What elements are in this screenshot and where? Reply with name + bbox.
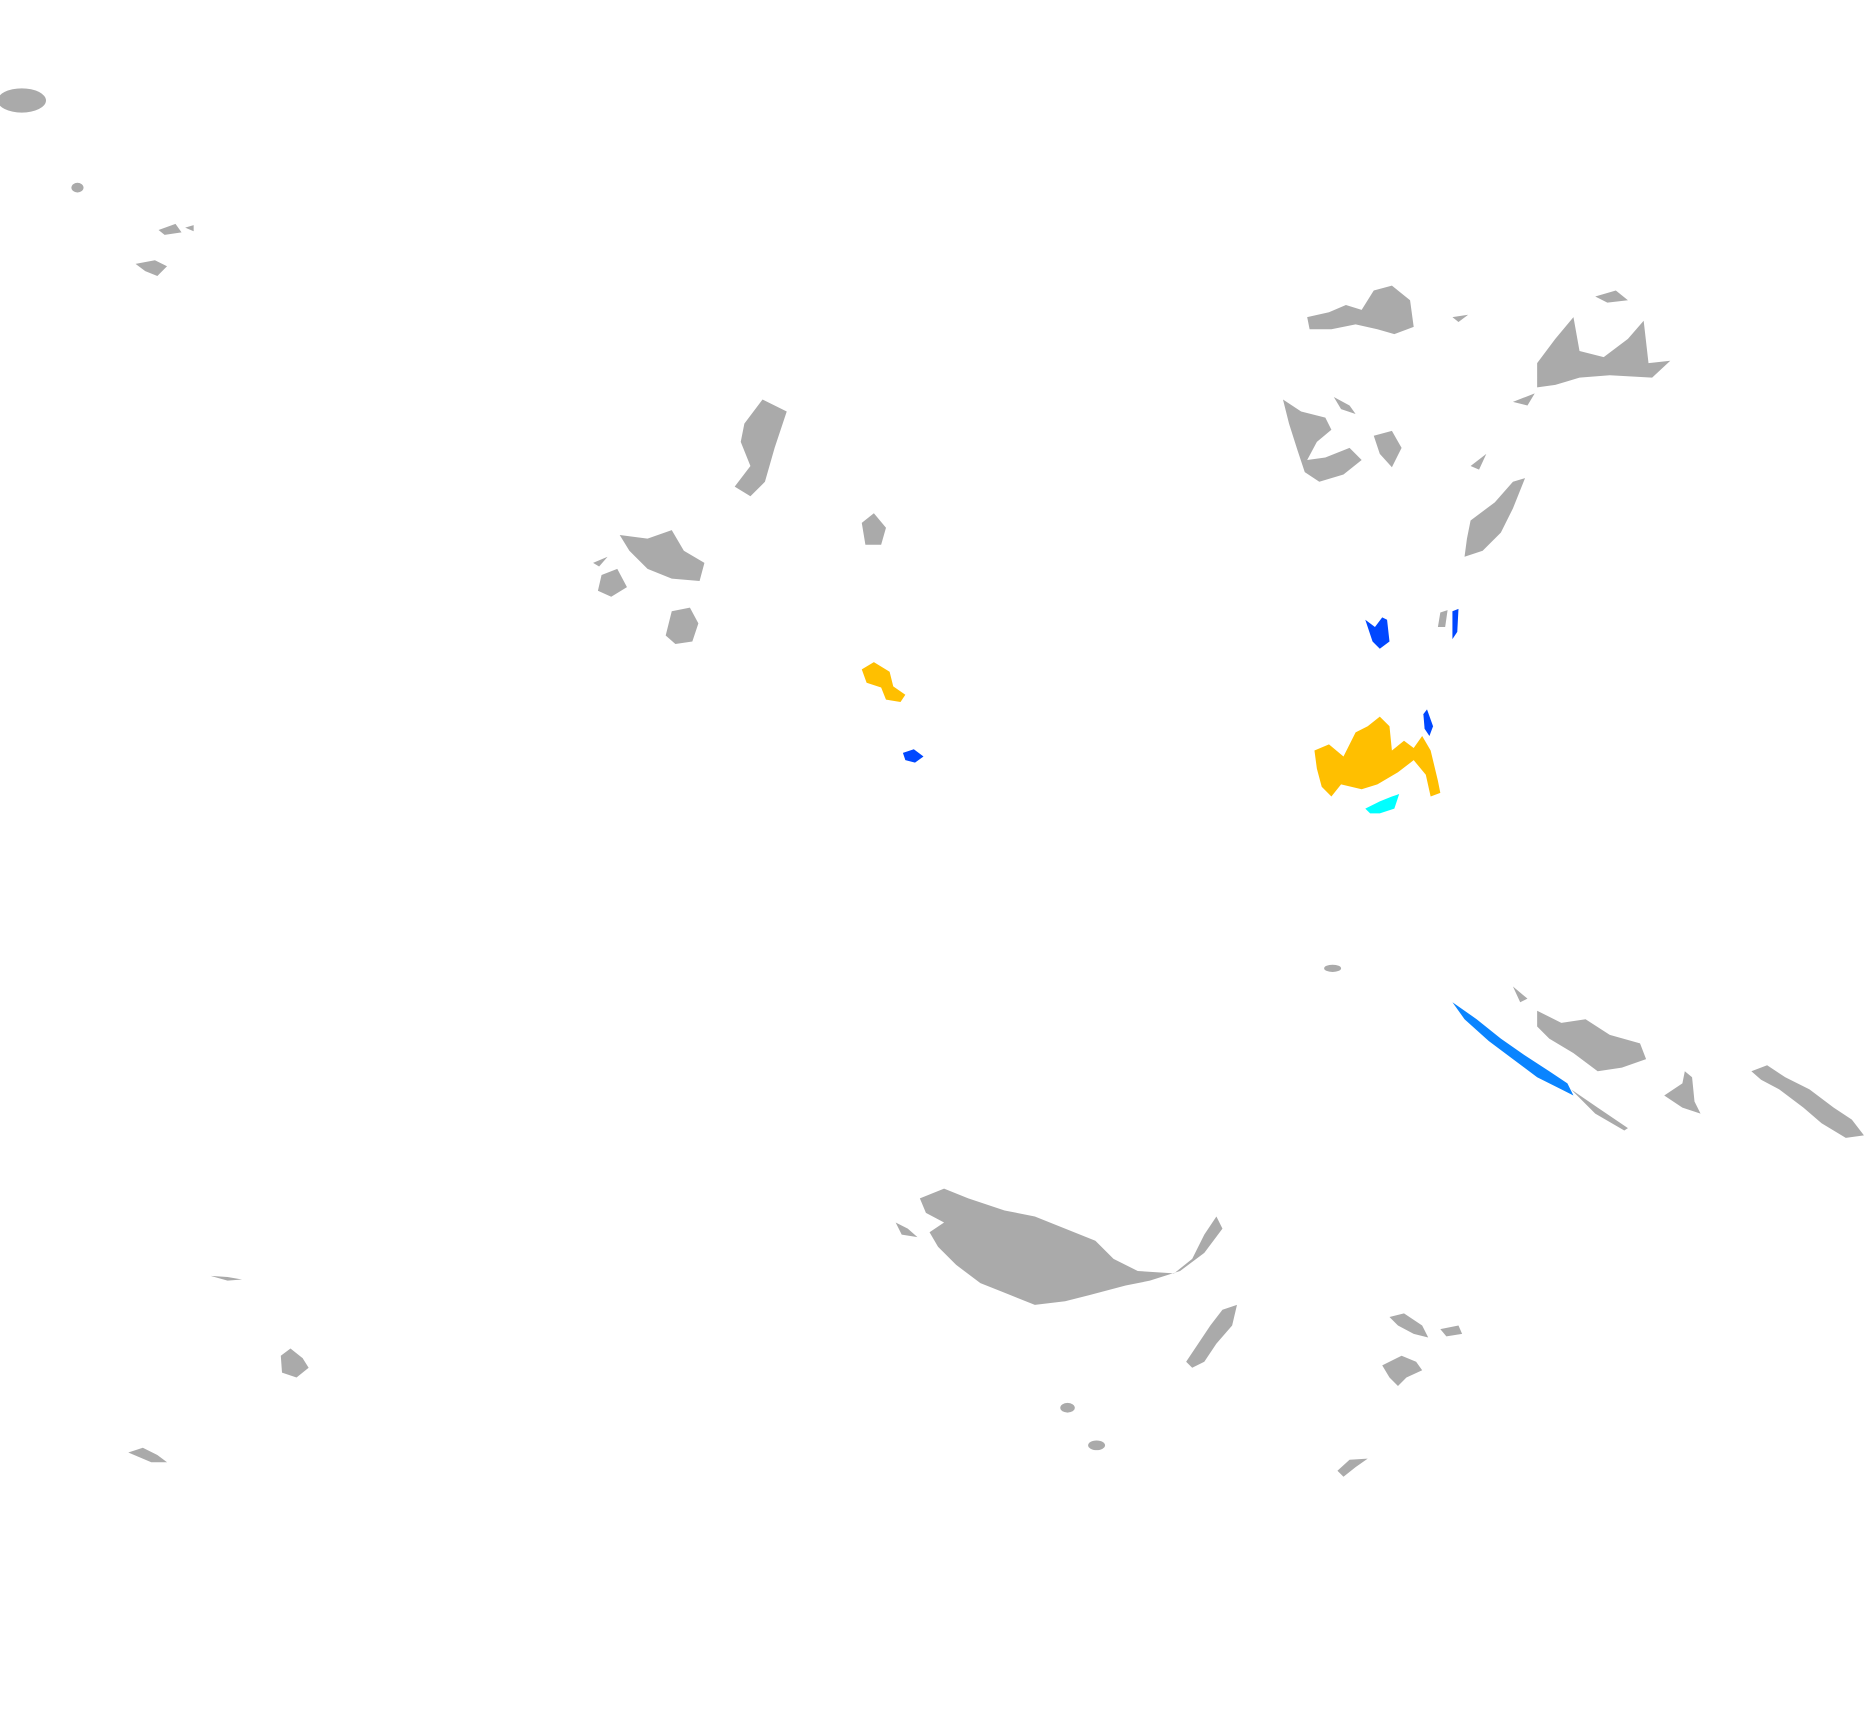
island: [1186, 1304, 1237, 1368]
island: [1060, 1402, 1075, 1413]
island: [593, 556, 627, 597]
island: [619, 530, 705, 582]
island: [1307, 285, 1414, 335]
island: [1512, 986, 1647, 1072]
island: [895, 1188, 1223, 1305]
highlighted-island-orange: [1314, 716, 1441, 797]
island: [280, 1348, 309, 1378]
highlighted-island-blue: [902, 749, 924, 763]
highlighted-island-blue: [1365, 608, 1459, 649]
island: [1464, 453, 1526, 557]
island: [734, 399, 787, 497]
island: [1389, 1313, 1463, 1338]
island: [135, 260, 168, 276]
island: [1382, 1355, 1423, 1386]
island: [1664, 1071, 1701, 1114]
island: [1282, 397, 1402, 482]
island: [665, 607, 699, 644]
island: [1437, 610, 1448, 628]
island: [1537, 317, 1671, 388]
island: [1571, 1089, 1628, 1131]
highlighted-island-blue: [1423, 709, 1434, 736]
island: [128, 1447, 168, 1463]
highlighted-island-orange: [861, 662, 906, 703]
island: [1452, 314, 1469, 322]
island: [71, 182, 84, 193]
island: [1751, 1065, 1864, 1138]
highlighted-island-lightblue: [1452, 1002, 1574, 1096]
island: [1324, 964, 1342, 972]
island: [210, 1275, 243, 1281]
island: [861, 513, 886, 545]
island: [0, 88, 46, 113]
island: [1337, 1458, 1368, 1477]
island: [158, 223, 194, 235]
highlighted-island-cyan: [1365, 794, 1400, 814]
island: [1088, 1440, 1106, 1451]
